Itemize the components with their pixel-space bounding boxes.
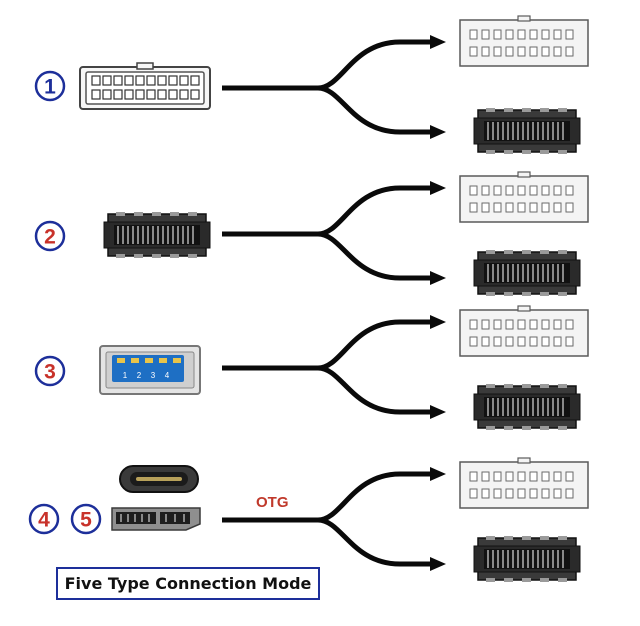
19-pin-header-output-icon [459, 305, 589, 357]
caption-text: Five Type Connection Mode [65, 574, 312, 593]
mode-badge-4: 4 [28, 503, 60, 535]
usb-3-type-a-port-icon: 1 2 3 4 [99, 345, 201, 395]
key-e-output-icon [473, 107, 581, 155]
mode-badge-5: 5 [70, 503, 102, 535]
mode-badge-2: 2 [34, 220, 66, 252]
mode-badge-1: 1 [34, 70, 66, 102]
y-split-cable-4 [222, 467, 446, 571]
mode-number-2: 2 [44, 226, 56, 249]
key-e-connector-icon [103, 211, 211, 259]
20-pin-header-connector-icon [79, 62, 211, 110]
mode-number-1: 1 [44, 76, 56, 99]
mode-number-4: 4 [38, 509, 50, 532]
usb-type-c-connector-icon [119, 465, 199, 493]
key-e-output-icon [473, 535, 581, 583]
usb-pin-label-3: 3 [151, 371, 156, 380]
key-e-output-icon [473, 249, 581, 297]
mode-row-2: 2 [34, 171, 589, 297]
y-split-cable-2 [222, 181, 446, 285]
caption-box: Five Type Connection Mode [56, 567, 320, 600]
19-pin-header-output-icon [459, 171, 589, 223]
key-e-output-icon [473, 383, 581, 431]
usb-pin-label-1: 1 [123, 371, 128, 380]
19-pin-header-output-icon [459, 15, 589, 67]
usb-pin-label-4: 4 [165, 371, 170, 380]
mode-number-3: 3 [44, 361, 56, 384]
mode-badge-3: 3 [34, 355, 66, 387]
y-split-cable-1 [222, 35, 446, 139]
mode-row-3: 3 1 2 3 4 [34, 305, 589, 431]
mode-row-1: 1 [34, 15, 589, 155]
otg-label: OTG [256, 494, 289, 511]
usb-pin-label-2: 2 [137, 371, 142, 380]
mode-row-4-5: 4 5 OTG [28, 457, 589, 583]
micro-usb-3-connector-icon [111, 507, 201, 531]
19-pin-header-output-icon [459, 457, 589, 509]
y-split-cable-3 [222, 315, 446, 419]
mode-number-5: 5 [80, 509, 92, 532]
